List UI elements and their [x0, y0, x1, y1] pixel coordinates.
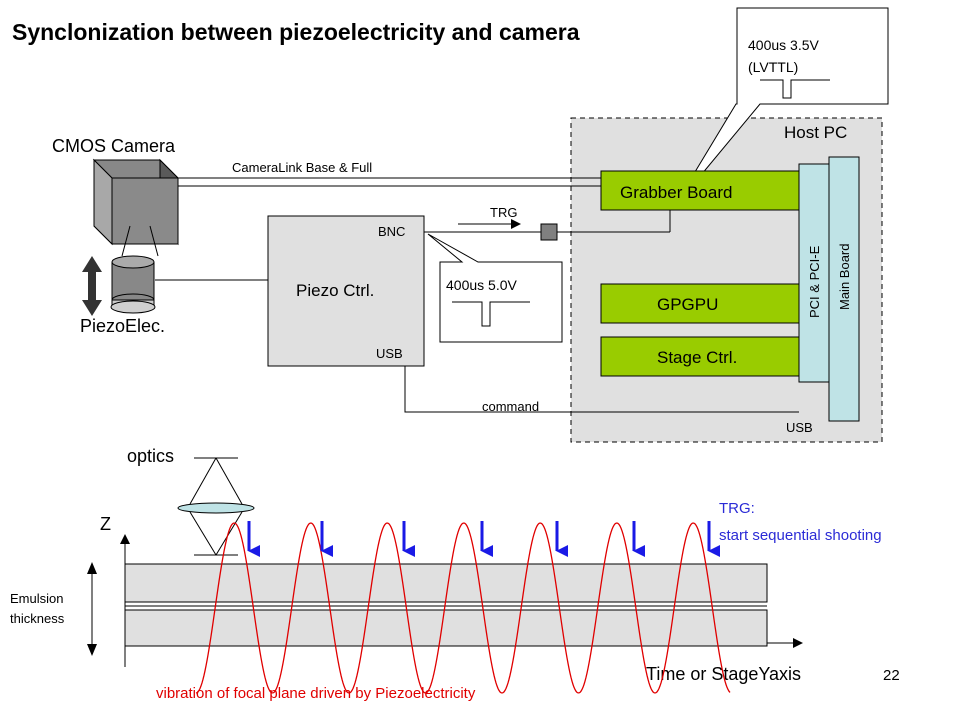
main-board-label: Main Board [837, 244, 852, 310]
lvttl-callout [671, 7, 889, 211]
trg-connector [540, 223, 558, 241]
piezo-ctrl-label: Piezo Ctrl. [296, 281, 374, 300]
command-line [404, 366, 799, 413]
camera-link-label: CameraLink Base & Full [232, 160, 372, 175]
optics-label: optics [127, 446, 174, 466]
usb-host-label: USB [786, 420, 813, 435]
grabber-board-box [600, 170, 800, 211]
gpgpu-label: GPGPU [657, 295, 718, 314]
host-pc-label: Host PC [784, 123, 847, 142]
double-arrow-icon [82, 256, 102, 316]
slide-number: 22 [883, 667, 900, 684]
piezo-ctrl-box [267, 215, 425, 367]
z-axis-label: Z [100, 514, 111, 534]
optics-lens-icon [177, 457, 255, 556]
stage-ctrl-label: Stage Ctrl. [657, 348, 737, 367]
lens-mount-left [121, 225, 131, 257]
bnc-pulse-text: 400us 5.0V [446, 277, 517, 293]
emulsion-layer-bottom [124, 609, 768, 647]
bnc-pulse-callout [427, 233, 563, 343]
lens-mount-right [149, 225, 159, 257]
bnc-label: BNC [378, 224, 405, 239]
cmos-camera-label: CMOS Camera [52, 136, 176, 156]
trg-label: TRG [490, 205, 517, 220]
page-title: Synclonization between piezoelectricity … [12, 19, 580, 45]
grabber-board-label: Grabber Board [620, 183, 732, 202]
vibration-wave [195, 522, 731, 694]
gpgpu-box [600, 283, 800, 324]
trg-note-line1: TRG: [719, 500, 755, 517]
trigger-arrow-group [247, 521, 720, 557]
command-label: command [482, 399, 539, 414]
trg-note-line2: start sequential shooting [719, 527, 882, 544]
piezo-elec-label: PiezoElec. [80, 316, 165, 336]
usb-piezo-label: USB [376, 346, 403, 361]
cmos-camera-icon [92, 158, 180, 246]
emulsion-label-line1: Emulsion [10, 591, 63, 606]
piezo-cylinder-icon [110, 255, 156, 314]
stage-ctrl-box [600, 336, 800, 377]
lvttl-callout-line1: 400us 3.5V [748, 37, 819, 53]
vibration-caption: vibration of focal plane driven by Piezo… [156, 685, 476, 702]
bnc-pulse-shape [452, 301, 530, 327]
lvttl-callout-line2: (LVTTL) [748, 59, 798, 75]
pci-label: PCI & PCI-E [807, 245, 822, 318]
emulsion-label-line2: thickness [10, 611, 65, 626]
main-board-box [828, 156, 860, 422]
emulsion-thickness-arrow [87, 562, 97, 656]
lvttl-pulse [760, 79, 830, 99]
